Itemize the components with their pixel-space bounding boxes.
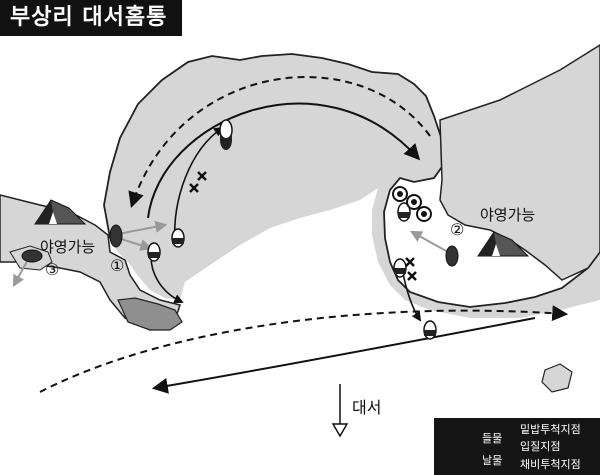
bite-x-icon xyxy=(407,271,417,281)
float-icon xyxy=(147,242,161,262)
bite-x-icon xyxy=(189,183,199,193)
float-icon xyxy=(397,202,411,222)
float-icon xyxy=(423,320,437,340)
cast-line-2 xyxy=(409,230,449,253)
bite-x-icon xyxy=(197,171,207,181)
float-icon xyxy=(393,258,407,278)
fishing-spot-icon xyxy=(445,245,459,267)
cast-line-1a xyxy=(117,220,168,235)
rising-tide-arrow-arc xyxy=(147,102,421,219)
bite-x-icon xyxy=(405,257,415,267)
bait-target-icon xyxy=(406,194,422,210)
legend-cast-point: 채비투척지점 xyxy=(520,458,581,471)
bait-target-icon xyxy=(416,206,432,222)
cove-outline xyxy=(103,53,600,308)
west-shore xyxy=(0,194,181,331)
legend-bait-point: 밑밥투척지점 xyxy=(520,423,581,436)
drift-line-west xyxy=(173,126,224,243)
direction-arrow-icon xyxy=(331,423,349,438)
legend-rising-tide: 들물 xyxy=(482,432,503,445)
small-rock xyxy=(541,363,573,393)
legend: 들물 날물 밑밥투척지점 입질지점 채비투척지점 xyxy=(434,418,600,475)
legend-falling-tide: 날물 xyxy=(482,454,503,467)
direction-label: 대서 xyxy=(352,398,382,417)
tent-icon xyxy=(477,231,530,257)
bait-target-icon xyxy=(392,186,408,202)
tent-icon xyxy=(34,199,87,225)
rock-outcrop xyxy=(117,297,183,331)
float-icon xyxy=(171,228,185,248)
point-label-3: ③ xyxy=(45,260,60,279)
point-label-1: ① xyxy=(110,256,125,275)
cast-line-1b xyxy=(117,237,153,251)
falling-tide-arrow-south xyxy=(39,305,569,393)
map-title: 부상리 대서홈통 xyxy=(0,0,182,36)
east-shore xyxy=(439,44,600,281)
legend-landing-point: 입질지점 xyxy=(520,440,561,453)
float-icon xyxy=(219,119,233,150)
falling-tide-arrow-arc xyxy=(128,76,431,209)
rising-tide-arrow-south xyxy=(151,317,536,394)
fishing-spot-icon xyxy=(21,249,43,263)
camp-label-east: 야영가능 xyxy=(480,206,536,224)
camp-label-west: 야영가능 xyxy=(40,238,96,256)
point-label-2: ② xyxy=(450,220,465,239)
fishing-spot-icon xyxy=(109,224,123,248)
